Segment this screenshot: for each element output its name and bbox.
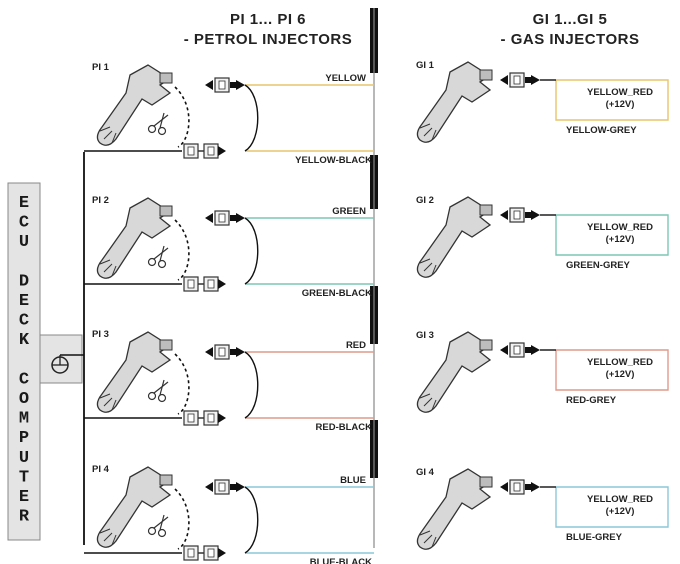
wire-label: RED: [346, 340, 366, 351]
ecu-letter: M: [19, 410, 29, 429]
gas-injector-label: GI 1: [416, 60, 435, 71]
gas-wire-box: [555, 214, 669, 256]
petrol-injector-icon: [96, 466, 173, 548]
petrol-injector-row: PI 1 YELLOW YELLOW-BLACK: [84, 62, 374, 166]
ecu-letter: U: [19, 449, 29, 468]
petrol-title-line2: - PETROL INJECTORS: [184, 31, 352, 48]
petrol-injector-row: PI 3 RED RED-BLACK: [84, 329, 374, 433]
gas-injector-icon: [416, 468, 493, 550]
ecu-letter: T: [19, 468, 29, 487]
ecu-box: [7, 182, 41, 541]
cut-path: [174, 86, 190, 148]
wire-label: RED-BLACK: [316, 422, 373, 433]
ecu-letter: E: [19, 194, 29, 213]
gas-injector-icon: [416, 331, 493, 413]
scissors-icon: [147, 514, 169, 538]
gas-title-line1: GI 1...GI 5: [533, 11, 608, 28]
petrol-injector-icon: [96, 331, 173, 413]
petrol-title-line1: PI 1... PI 6: [230, 11, 306, 28]
connector-icon: [204, 344, 246, 360]
gas-injector-icon: [416, 196, 493, 278]
petrol-injector-icon: [96, 64, 173, 146]
gas-wire-label: BLUE-GREY: [566, 532, 623, 543]
supply-label: YELLOW_RED: [587, 87, 653, 98]
gas-wire-label: GREEN-GREY: [566, 260, 631, 271]
wire-label: YELLOW-BLACK: [295, 155, 372, 166]
gas-wire-box: [555, 349, 669, 391]
wire-label: GREEN: [332, 206, 366, 217]
supply-label: YELLOW_RED: [587, 222, 653, 233]
gas-injector-row: GI 2 YELLOW_RED(+12V) GREEN-GREY: [416, 195, 669, 278]
gas-wire-label: YELLOW-GREY: [566, 125, 637, 136]
ecu-letter: C: [19, 370, 29, 389]
ecu-letter: K: [19, 331, 30, 350]
gas-injector-row: GI 1 YELLOW_RED(+12V) YELLOW-GREY: [416, 60, 669, 143]
supply-voltage: (+12V): [606, 234, 635, 245]
supply-voltage: (+12V): [606, 99, 635, 110]
wire-label: BLUE: [340, 475, 366, 486]
gas-wire-box: [555, 486, 669, 528]
cut-path: [174, 488, 190, 550]
scissors-icon: [147, 245, 169, 269]
ecu-letter: R: [19, 508, 30, 527]
ecu-letter: C: [19, 312, 29, 331]
gas-injector-row: GI 4 YELLOW_RED(+12V) BLUE-GREY: [416, 467, 669, 550]
connector-icon: [499, 342, 541, 358]
ecu-letter: U: [19, 233, 29, 252]
supply-label: YELLOW_RED: [587, 357, 653, 368]
wire-label: GREEN-BLACK: [302, 288, 372, 299]
petrol-injector-icon: [96, 197, 173, 279]
ecu-connector-box: [39, 334, 83, 384]
gas-injector-label: GI 3: [416, 330, 434, 341]
scissors-icon: [147, 379, 169, 403]
ecu-letter: O: [19, 390, 29, 409]
ecu-letter: P: [19, 429, 29, 448]
connector-icon: [204, 210, 246, 226]
gas-injector-label: GI 2: [416, 195, 434, 206]
cut-path: [174, 353, 190, 415]
gas-title-line2: - GAS INJECTORS: [501, 31, 640, 48]
supply-voltage: (+12V): [606, 369, 635, 380]
gas-injector-row: GI 3 YELLOW_RED(+12V) RED-GREY: [416, 330, 669, 413]
ecu-letter: E: [19, 488, 29, 507]
connector-icon: [183, 410, 227, 426]
supply-voltage: (+12V): [606, 506, 635, 517]
connector-icon: [499, 207, 541, 223]
petrol-injector-label: PI 4: [92, 464, 110, 475]
connector-icon: [204, 77, 246, 93]
wire-label: BLUE-BLACK: [310, 557, 372, 564]
gas-injector-label: GI 4: [416, 467, 435, 478]
ecu-letter: D: [19, 272, 29, 291]
petrol-injector-row: PI 4 BLUE BLUE-BLACK: [84, 464, 374, 564]
ecu-letter: E: [19, 292, 29, 311]
petrol-injector-label: PI 1: [92, 62, 110, 73]
gas-wire-label: RED-GREY: [566, 395, 617, 406]
connector-icon: [499, 479, 541, 495]
petrol-injector-row: PI 2 GREEN GREEN-BLACK: [84, 195, 374, 299]
connector-icon: [183, 143, 227, 159]
supply-label: YELLOW_RED: [587, 494, 653, 505]
ecu-letter: C: [19, 214, 29, 233]
petrol-injector-label: PI 3: [92, 329, 109, 340]
connector-icon: [183, 276, 227, 292]
connector-icon: [183, 545, 227, 561]
connector-icon: [499, 72, 541, 88]
wire-label: YELLOW: [325, 73, 366, 84]
connector-icon: [204, 479, 246, 495]
gas-injector-icon: [416, 61, 493, 143]
scissors-icon: [147, 112, 169, 136]
gas-wire-box: [555, 79, 669, 121]
petrol-injector-label: PI 2: [92, 195, 109, 206]
cut-path: [174, 219, 190, 281]
